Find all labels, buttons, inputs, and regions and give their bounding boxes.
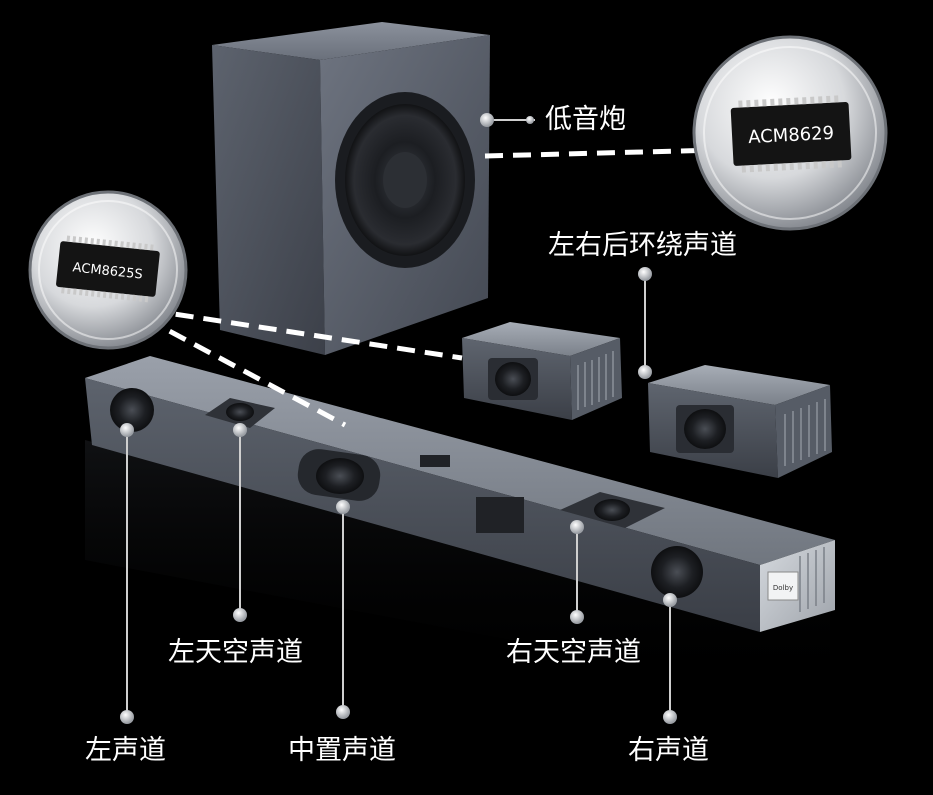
dot-rear-bottom bbox=[638, 365, 652, 379]
dot-center-top bbox=[336, 500, 350, 514]
dot-rear-top bbox=[638, 267, 652, 281]
chip-right: ACM8629 bbox=[730, 95, 852, 173]
dash-chip-left-to-soundbar bbox=[143, 315, 347, 428]
dot-left-height-bottom bbox=[233, 608, 247, 622]
chip-right-label: ACM8629 bbox=[748, 123, 835, 148]
dot-left-height-top bbox=[233, 423, 247, 437]
label-subwoofer: 低音炮 bbox=[545, 104, 626, 135]
dashed-connectors bbox=[143, 147, 721, 428]
dot-left-bottom bbox=[120, 710, 134, 724]
rear-left-satellite bbox=[462, 322, 622, 420]
dolby-badge-text: Dolby bbox=[773, 584, 793, 592]
label-left-height: 左天空声道 bbox=[168, 637, 303, 668]
dot-right-bottom bbox=[663, 710, 677, 724]
dot-left-top bbox=[120, 423, 134, 437]
dot-right-height-top bbox=[570, 520, 584, 534]
dot-right-height-bottom bbox=[570, 610, 584, 624]
dash-chip-left-to-satellite bbox=[147, 307, 463, 361]
dolby-badge bbox=[767, 571, 799, 601]
chip-left-label: ACM8625S bbox=[72, 260, 143, 282]
dot-subwoofer bbox=[480, 113, 494, 127]
soundbar: Dolby bbox=[85, 356, 835, 700]
label-center: 中置声道 bbox=[288, 735, 396, 766]
chip-magnifier-right: ACM8629 bbox=[692, 35, 888, 231]
subwoofer bbox=[212, 22, 490, 355]
dash-chip-right-to-subwoofer bbox=[484, 147, 721, 159]
dot-right-top bbox=[663, 593, 677, 607]
leader-dots bbox=[120, 113, 677, 724]
rear-right-satellite bbox=[648, 365, 832, 478]
leader-lines bbox=[126, 119, 671, 717]
dot-center-bottom bbox=[336, 705, 350, 719]
label-left: 左声道 bbox=[85, 735, 166, 766]
label-rear-surround: 左右后环绕声道 bbox=[548, 230, 737, 261]
chip-left: ACM8625S bbox=[56, 235, 160, 303]
chip-magnifier-left: ACM8625S bbox=[28, 190, 188, 350]
label-right: 右声道 bbox=[628, 735, 709, 766]
label-right-height: 右天空声道 bbox=[506, 637, 641, 668]
